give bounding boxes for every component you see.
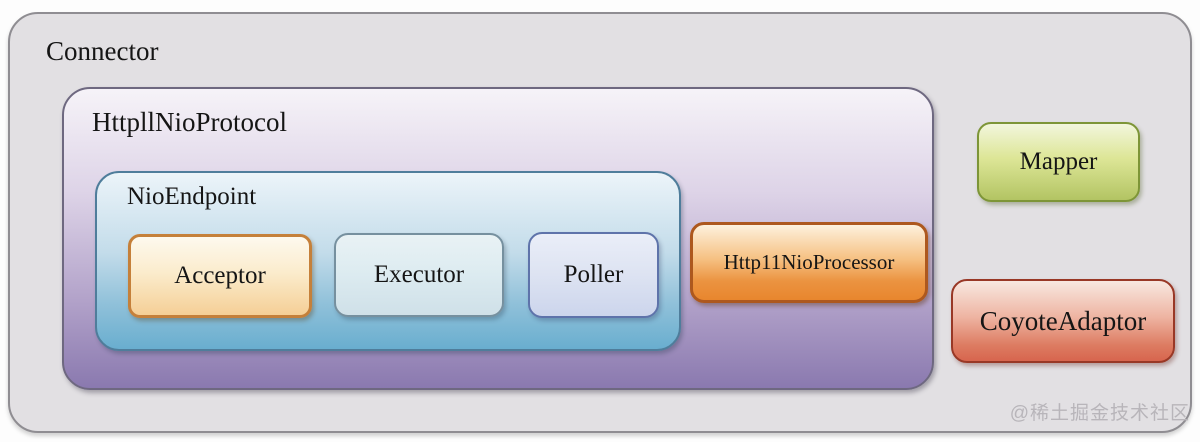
community-watermark: @稀土掘金技术社区 — [1009, 403, 1190, 424]
connector-label: Connector — [46, 36, 159, 66]
connector-container-box: Connector HttpllNioProtocol NioEndpoint … — [8, 12, 1192, 433]
executor-box: Executor — [334, 233, 504, 317]
nioendpoint-box: NioEndpoint Acceptor Executor Poller — [95, 171, 681, 351]
poller-box: Poller — [528, 232, 659, 318]
poller-label: Poller — [563, 261, 624, 288]
mapper-box: Mapper — [977, 122, 1140, 202]
coyoteadaptor-label: CoyoteAdaptor — [979, 305, 1147, 336]
http11nioprotocol-label: HttpllNioProtocol — [92, 107, 287, 137]
nioendpoint-label: NioEndpoint — [127, 183, 257, 210]
http11nioprocessor-box: Http11NioProcessor — [690, 222, 928, 303]
http11nioprocessor-label: Http11NioProcessor — [723, 250, 895, 274]
coyoteadaptor-box: CoyoteAdaptor — [951, 279, 1175, 363]
acceptor-label: Acceptor — [174, 262, 266, 289]
executor-label: Executor — [373, 261, 465, 288]
http11nioprotocol-box: HttpllNioProtocol NioEndpoint Acceptor E… — [62, 87, 934, 390]
acceptor-box: Acceptor — [128, 234, 312, 318]
mapper-label: Mapper — [1019, 148, 1098, 175]
